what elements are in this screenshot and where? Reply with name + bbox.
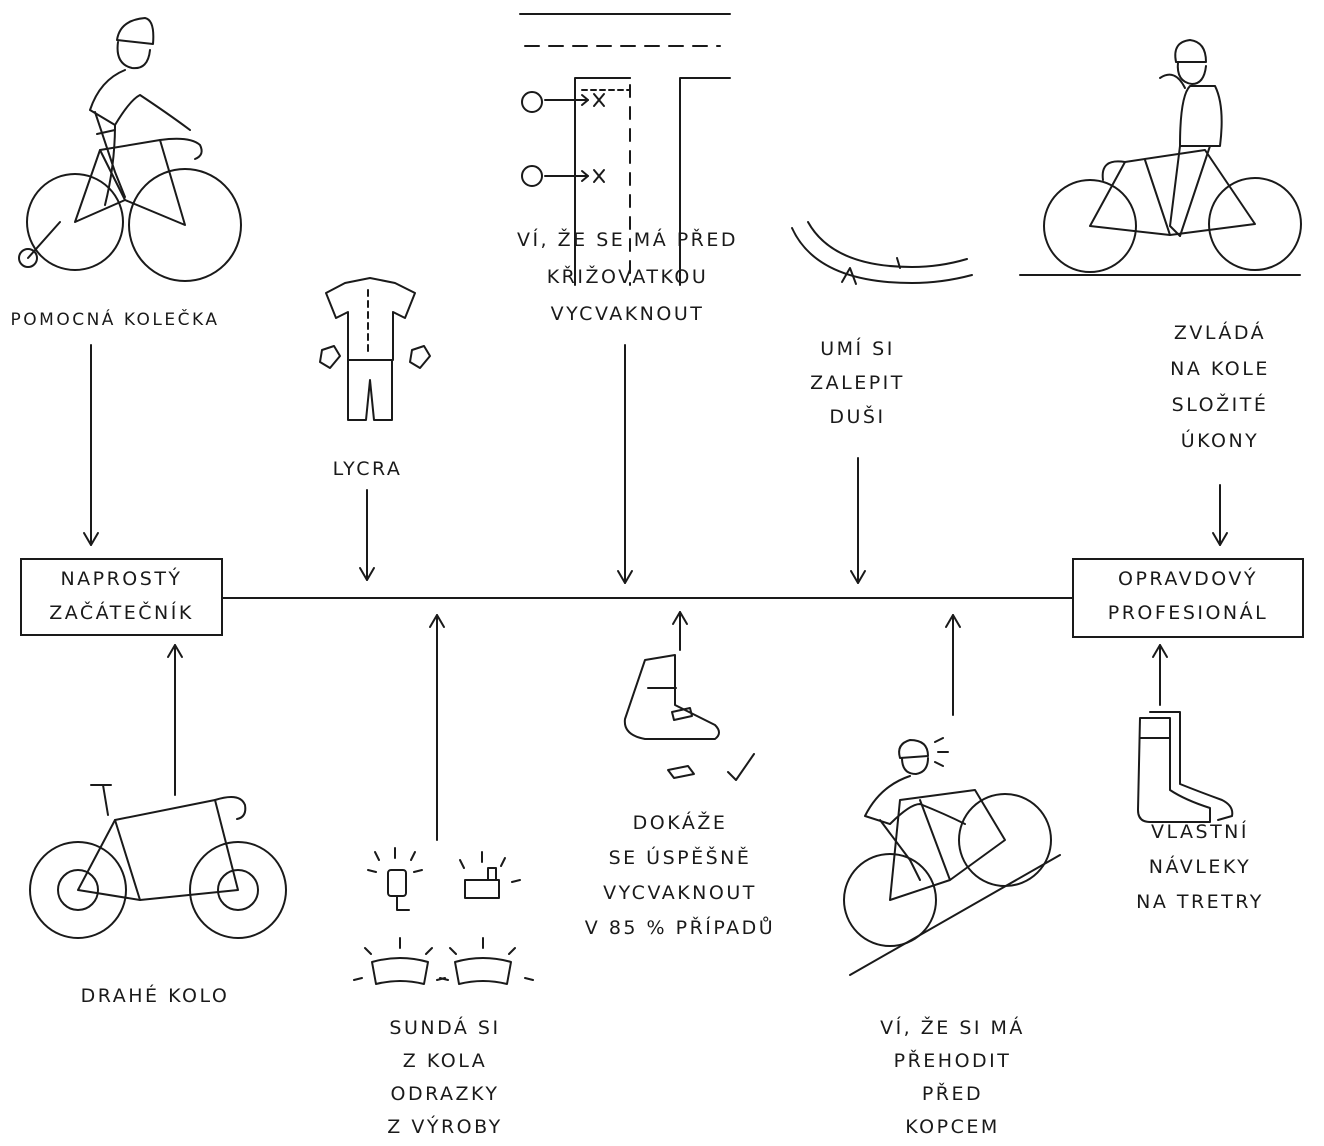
label-line: Z VÝROBY: [387, 1116, 503, 1138]
expensive-bike-illustration: [29, 784, 287, 939]
end-box-professional: OPRAVDOVÝ PROFESIONÁL: [1072, 558, 1304, 638]
reflectors-illustration: [353, 847, 534, 985]
arrow-patch-tube: [850, 457, 866, 584]
label-shift-before-hill: VÍ, ŽE SI MÁ PŘEHODIT PŘED KOPCEM: [855, 1012, 1050, 1144]
cyclist-training-wheels-illustration: [18, 17, 242, 282]
intersection-illustration: [519, 13, 731, 286]
start-box-beginner: NAPROSTÝ ZAČÁTEČNÍK: [20, 558, 223, 636]
label-line: DRAHÉ KOLO: [80, 985, 230, 1007]
label-line: ZVLÁDÁ: [1173, 322, 1267, 344]
arrow-shift-before-hill: [945, 614, 961, 716]
label-line: Z KOLA: [402, 1050, 488, 1072]
label-line: NA KOLE: [1170, 358, 1270, 380]
label-complex-tasks: ZVLÁDÁ NA KOLE SLOŽITÉ ÚKONY: [1140, 315, 1300, 459]
cycling-shoe-illustration: [623, 654, 755, 781]
arrow-complex-tasks: [1212, 484, 1228, 546]
label-line: NÁVLEKY: [1148, 856, 1252, 878]
end-box-line-1: OPRAVDOVÝ: [1118, 568, 1258, 590]
label-line: ÚKONY: [1180, 430, 1260, 452]
cyclist-climbing-illustration: [843, 737, 1061, 976]
label-line: VLASTNÍ: [1151, 821, 1249, 843]
label-lycra: LYCRA: [310, 452, 425, 486]
label-line: VYCVAKNOUT: [550, 303, 705, 325]
overshoes-illustration: [1137, 711, 1234, 823]
label-line: KŘIŽOVATKOU: [546, 266, 709, 288]
cyclist-no-hands-illustration: [1019, 39, 1302, 276]
start-box-line-2: ZAČÁTEČNÍK: [49, 602, 194, 624]
arrow-expensive-bike: [167, 644, 183, 796]
arrow-remove-reflectors: [429, 614, 445, 841]
label-line: ODRAZKY: [390, 1083, 500, 1105]
label-line: LYCRA: [332, 458, 403, 480]
arrow-unclip-intersection: [617, 344, 633, 584]
label-line: SUNDÁ SI: [389, 1017, 501, 1039]
label-line: PŘEHODIT: [893, 1050, 1012, 1072]
label-line: V 85 % PŘÍPADŮ: [584, 917, 776, 939]
label-patch-tube: UMÍ SI ZALEPIT DUŠI: [790, 332, 925, 434]
label-line: POMOCNÁ KOLEČKA: [10, 310, 220, 330]
start-box-line-1: NAPROSTÝ: [60, 568, 183, 590]
label-line: UMÍ SI: [820, 338, 895, 360]
lycra-kit-illustration: [319, 277, 431, 421]
label-line: VYCVAKNOUT: [603, 882, 757, 904]
label-unclip-success: DOKÁŽE SE ÚSPĚŠNĚ VYCVAKNOUT V 85 % PŘÍP…: [570, 806, 790, 946]
label-overshoes: VLASTNÍ NÁVLEKY NA TRETRY: [1120, 815, 1280, 920]
arrow-overshoes: [1152, 644, 1168, 706]
label-expensive-bike: DRAHÉ KOLO: [55, 979, 255, 1013]
label-line: SE ÚSPĚŠNĚ: [608, 847, 752, 869]
end-box-line-2: PROFESIONÁL: [1107, 602, 1269, 624]
label-line: KOPCEM: [905, 1116, 1000, 1138]
label-training-wheels: POMOCNÁ KOLEČKA: [10, 303, 220, 337]
tire-tube-illustration: [791, 221, 973, 285]
label-line: PŘED: [921, 1083, 984, 1105]
label-unclip-intersection: VÍ, ŽE SE MÁ PŘED KŘIŽOVATKOU VYCVAKNOUT: [495, 222, 760, 333]
label-line: VÍ, ŽE SI MÁ: [880, 1017, 1025, 1039]
label-line: NA TRETRY: [1136, 891, 1264, 913]
arrow-training-wheels: [83, 344, 99, 546]
label-remove-reflectors: SUNDÁ SI Z KOLA ODRAZKY Z VÝROBY: [370, 1012, 520, 1144]
label-line: DOKÁŽE: [632, 812, 728, 834]
arrow-lycra: [359, 489, 375, 581]
arrow-unclip-success: [672, 611, 688, 651]
label-line: SLOŽITÉ: [1171, 394, 1269, 416]
label-line: ZALEPIT: [810, 372, 905, 394]
label-line: DUŠI: [829, 406, 886, 428]
label-line: VÍ, ŽE SE MÁ PŘED: [516, 229, 739, 251]
